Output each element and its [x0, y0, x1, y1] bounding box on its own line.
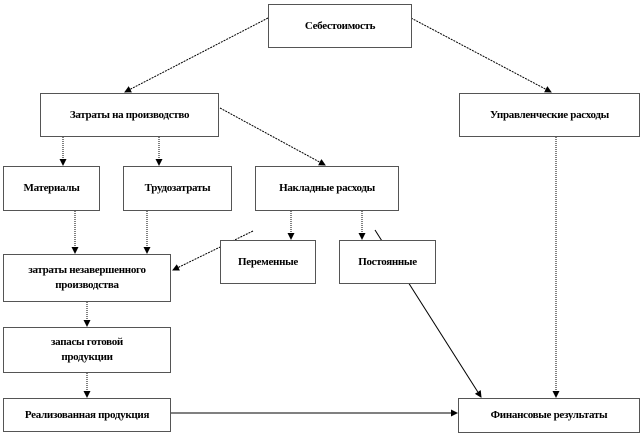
node-production-costs: Затраты на производство: [40, 93, 219, 137]
node-finished-goods: запасы готовой продукции: [3, 327, 171, 373]
node-financial-results: Финансовые результаты: [458, 398, 640, 433]
node-cost: Себестоимость: [268, 4, 412, 48]
node-admin-costs: Управленческие расходы: [459, 93, 640, 137]
node-labor: Трудозатраты: [123, 166, 232, 211]
arrow-cost-to-admin: [410, 17, 552, 93]
node-variable: Переменные: [220, 240, 316, 284]
node-sold-goods: Реализованная продукция: [3, 398, 171, 432]
node-wip: затраты незавершенного производства: [3, 254, 171, 302]
node-fixed: Постоянные: [339, 240, 436, 284]
node-materials: Материалы: [3, 166, 100, 211]
arrow-production-to-overhead: [219, 107, 326, 166]
arrow-cost-to-production: [124, 17, 269, 93]
node-overhead: Накладные расходы: [255, 166, 399, 211]
